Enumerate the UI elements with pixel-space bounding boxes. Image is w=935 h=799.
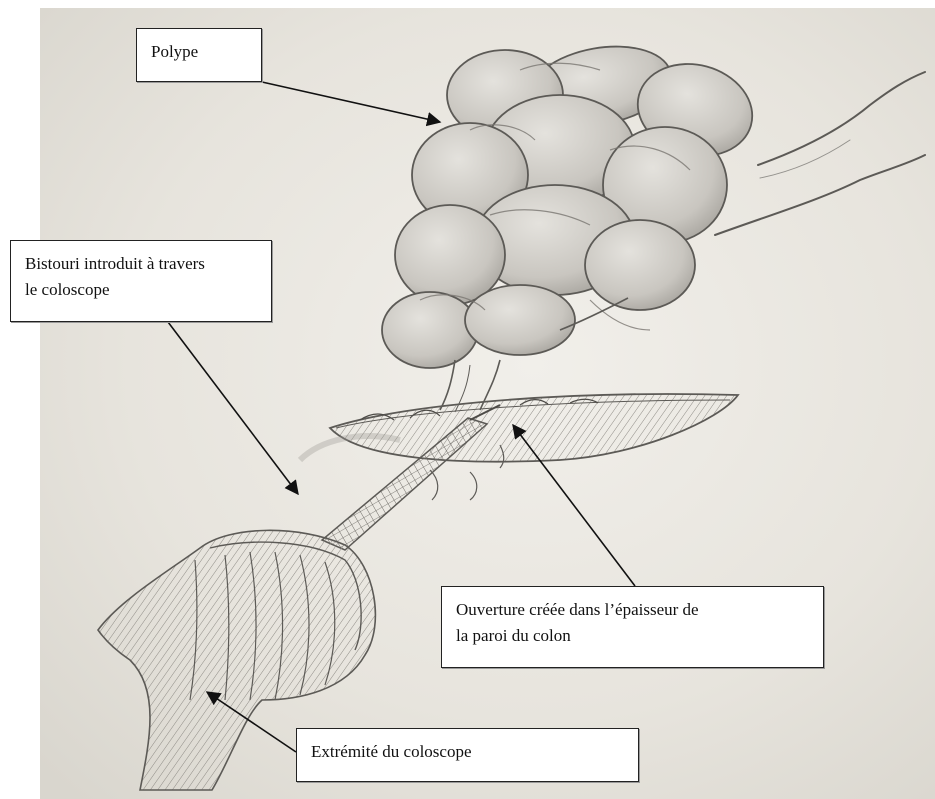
label-polype: Polype [136, 28, 262, 82]
label-ouverture: Ouverture créée dans l’épaisseur de la p… [441, 586, 824, 668]
label-bistouri: Bistouri introduit à travers le coloscop… [10, 240, 272, 322]
label-ouverture-line-2: la paroi du colon [456, 623, 813, 649]
label-ouverture-line-1: Ouverture créée dans l’épaisseur de [456, 597, 813, 623]
label-extremite: Extrémité du coloscope [296, 728, 639, 782]
label-polype-text: Polype [151, 39, 251, 65]
label-bistouri-line-1: Bistouri introduit à travers [25, 251, 261, 277]
label-bistouri-line-2: le coloscope [25, 277, 261, 303]
label-extremite-text: Extrémité du coloscope [311, 739, 628, 765]
